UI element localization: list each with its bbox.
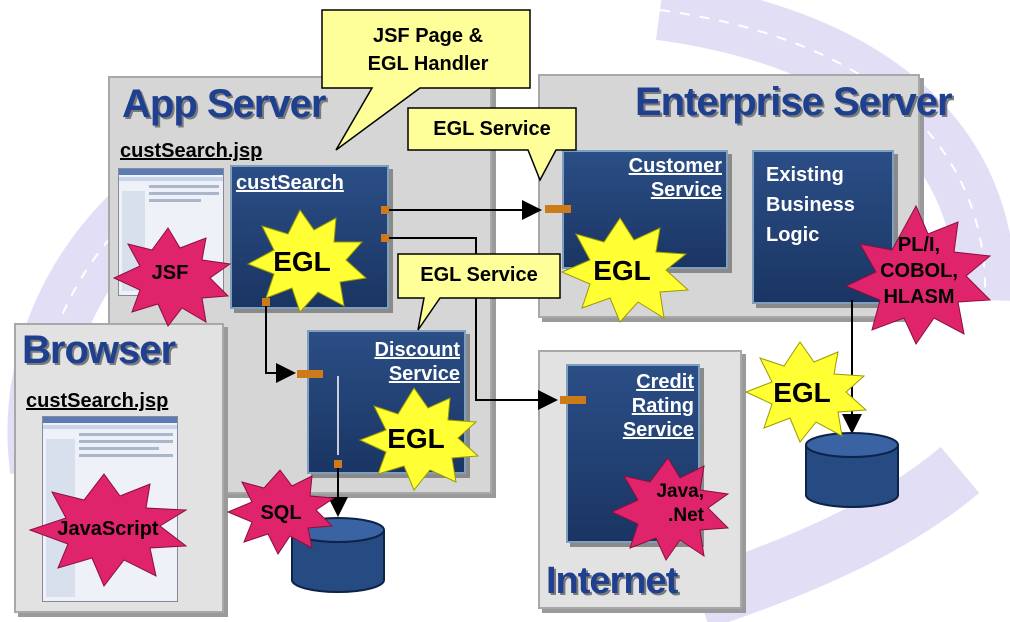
app-page-label: custSearch.jsp (120, 140, 263, 162)
connector-custsearch-out2 (381, 234, 389, 242)
credit-rating-label: Credit Rating Service (622, 371, 694, 441)
customer-service-label: Customer Service (628, 155, 722, 201)
arrow-custsearch-to-credit (388, 237, 558, 410)
connector-custsearch-bottom (262, 298, 270, 306)
egl-discount-text: EGL (387, 423, 445, 454)
internet-title: Internet (546, 560, 678, 602)
arrow-custsearch-to-discount (265, 302, 296, 383)
enterprise-server-title: Enterprise Server (635, 80, 953, 124)
sql-burst (226, 469, 336, 555)
existing-logic-label: Existing Business Logic (766, 164, 855, 246)
pli-burst (844, 204, 992, 346)
browser-page-label: custSearch.jsp (26, 390, 169, 412)
callout-egl-service-top (407, 107, 577, 182)
egl-burst-discount (358, 387, 480, 491)
discount-service-label: Discount Service (374, 339, 460, 385)
browser-title: Browser (22, 328, 176, 372)
java-net-text: Java, .Net (656, 481, 704, 526)
jsf-text: JSF (151, 262, 189, 284)
connector-customer-in (545, 205, 571, 213)
egl-burst-db (744, 341, 868, 443)
app-server-title: App Server (122, 82, 326, 126)
egl-db-text: EGL (773, 377, 831, 408)
javascript-text: JavaScript (57, 518, 159, 540)
javascript-burst (28, 473, 188, 587)
callout-jsf-page (321, 9, 531, 151)
connector-custsearch-out1 (381, 206, 389, 214)
existing-logic-box[interactable]: Existing Business Logic (752, 150, 894, 304)
custsearch-label: custSearch (236, 172, 344, 194)
connector-credit-in (560, 396, 586, 404)
connector-discount-bottom (334, 460, 342, 468)
egl-burst-custsearch (246, 209, 368, 313)
egl-burst-customer (560, 217, 690, 323)
database-enterprise (805, 432, 899, 508)
egl-customer-text: EGL (593, 255, 651, 286)
callout-egl-service-mid (397, 253, 561, 331)
callout-egl-service-top-text: EGL Service (433, 118, 551, 140)
egl-custsearch-text: EGL (273, 246, 331, 277)
callout-jsf-page-text: JSF Page & EGL Handler (367, 25, 489, 75)
pli-text: PL/I, COBOL, HLASM (880, 234, 958, 308)
sql-text: SQL (260, 502, 302, 524)
callout-egl-service-mid-text: EGL Service (420, 264, 538, 286)
java-net-burst (610, 457, 730, 562)
jsf-burst (112, 227, 232, 327)
connector-discount-in (297, 370, 323, 378)
